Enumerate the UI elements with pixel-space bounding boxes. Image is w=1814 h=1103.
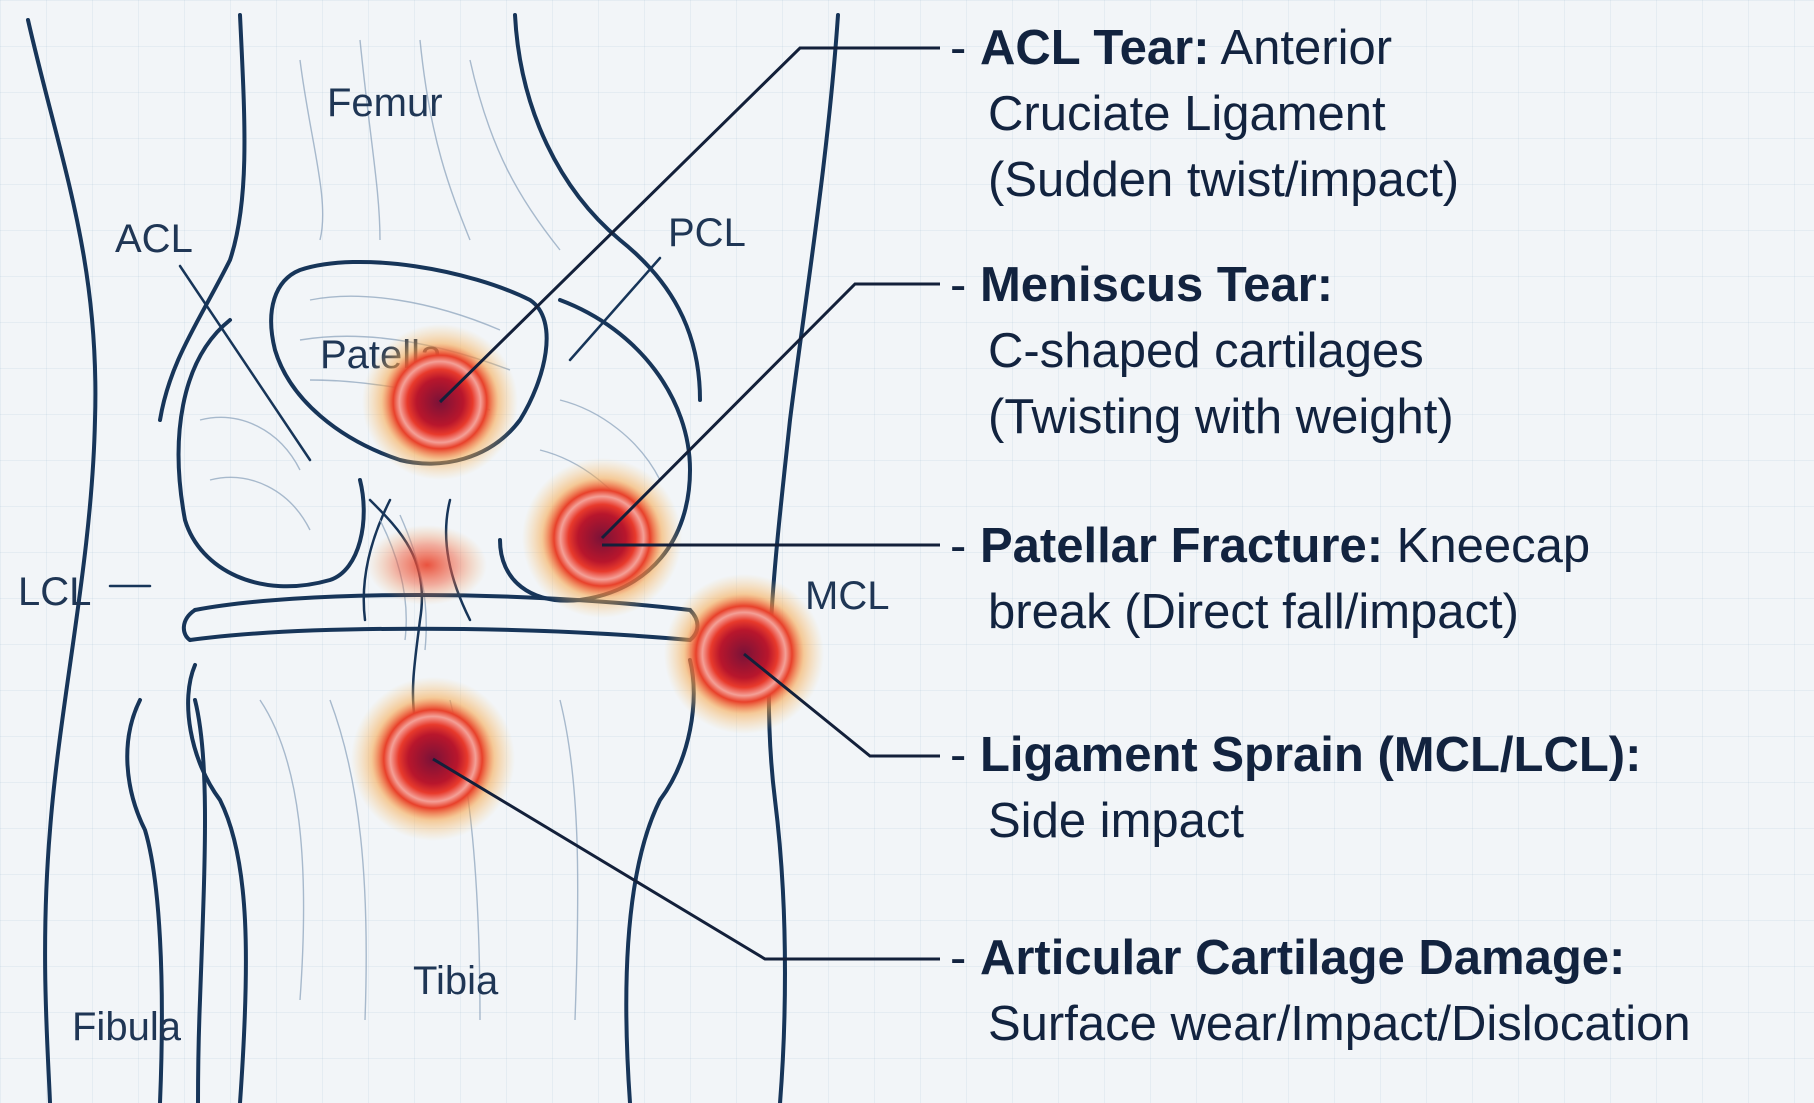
callout-patellar-fracture: - Patellar Fracture: Kneecap break (Dire… [950,513,1810,645]
callout-text: (Twisting with weight) [950,384,1810,450]
callout-text: Kneecap [1397,519,1590,573]
label-mcl: MCL [805,574,889,618]
callout-meniscus-tear: - Meniscus Tear: C-shaped cartilages (Tw… [950,252,1810,450]
callout-dash: - [950,931,966,985]
callout-title: Meniscus Tear: [980,258,1333,312]
callout-title: ACL Tear: [980,21,1210,75]
callout-text: Side impact [950,788,1810,854]
callout-ligament-sprain: - Ligament Sprain (MCL/LCL): Side impact [950,722,1810,854]
label-tibia: Tibia [413,959,499,1003]
callout-title: Patellar Fracture: [980,519,1383,573]
callout-dash: - [950,728,966,782]
callout-text: break (Direct fall/impact) [950,579,1810,645]
callout-dash: - [950,519,966,573]
label-lcl: LCL [18,570,91,614]
callout-title: Ligament Sprain (MCL/LCL): [980,728,1641,782]
label-femur: Femur [327,81,443,125]
callout-text: C-shaped cartilages [950,318,1810,384]
hotspot-ligament-center [367,525,487,605]
callout-title: Articular Cartilage Damage: [980,931,1625,985]
callout-text: Cruciate Ligament [950,81,1810,147]
label-pcl: PCL [668,211,746,255]
callout-cartilage-damage: - Articular Cartilage Damage: Surface we… [950,925,1810,1057]
label-fibula: Fibula [72,1005,182,1049]
callout-dash: - [950,21,966,75]
callout-dash: - [950,258,966,312]
callout-text: (Sudden twist/impact) [950,147,1810,213]
callout-text: Surface wear/Impact/Dislocation [950,991,1810,1057]
callout-acl-tear: - ACL Tear: Anterior Cruciate Ligament (… [950,15,1810,213]
callout-text: Anterior [1221,21,1393,75]
label-acl: ACL [115,217,193,261]
